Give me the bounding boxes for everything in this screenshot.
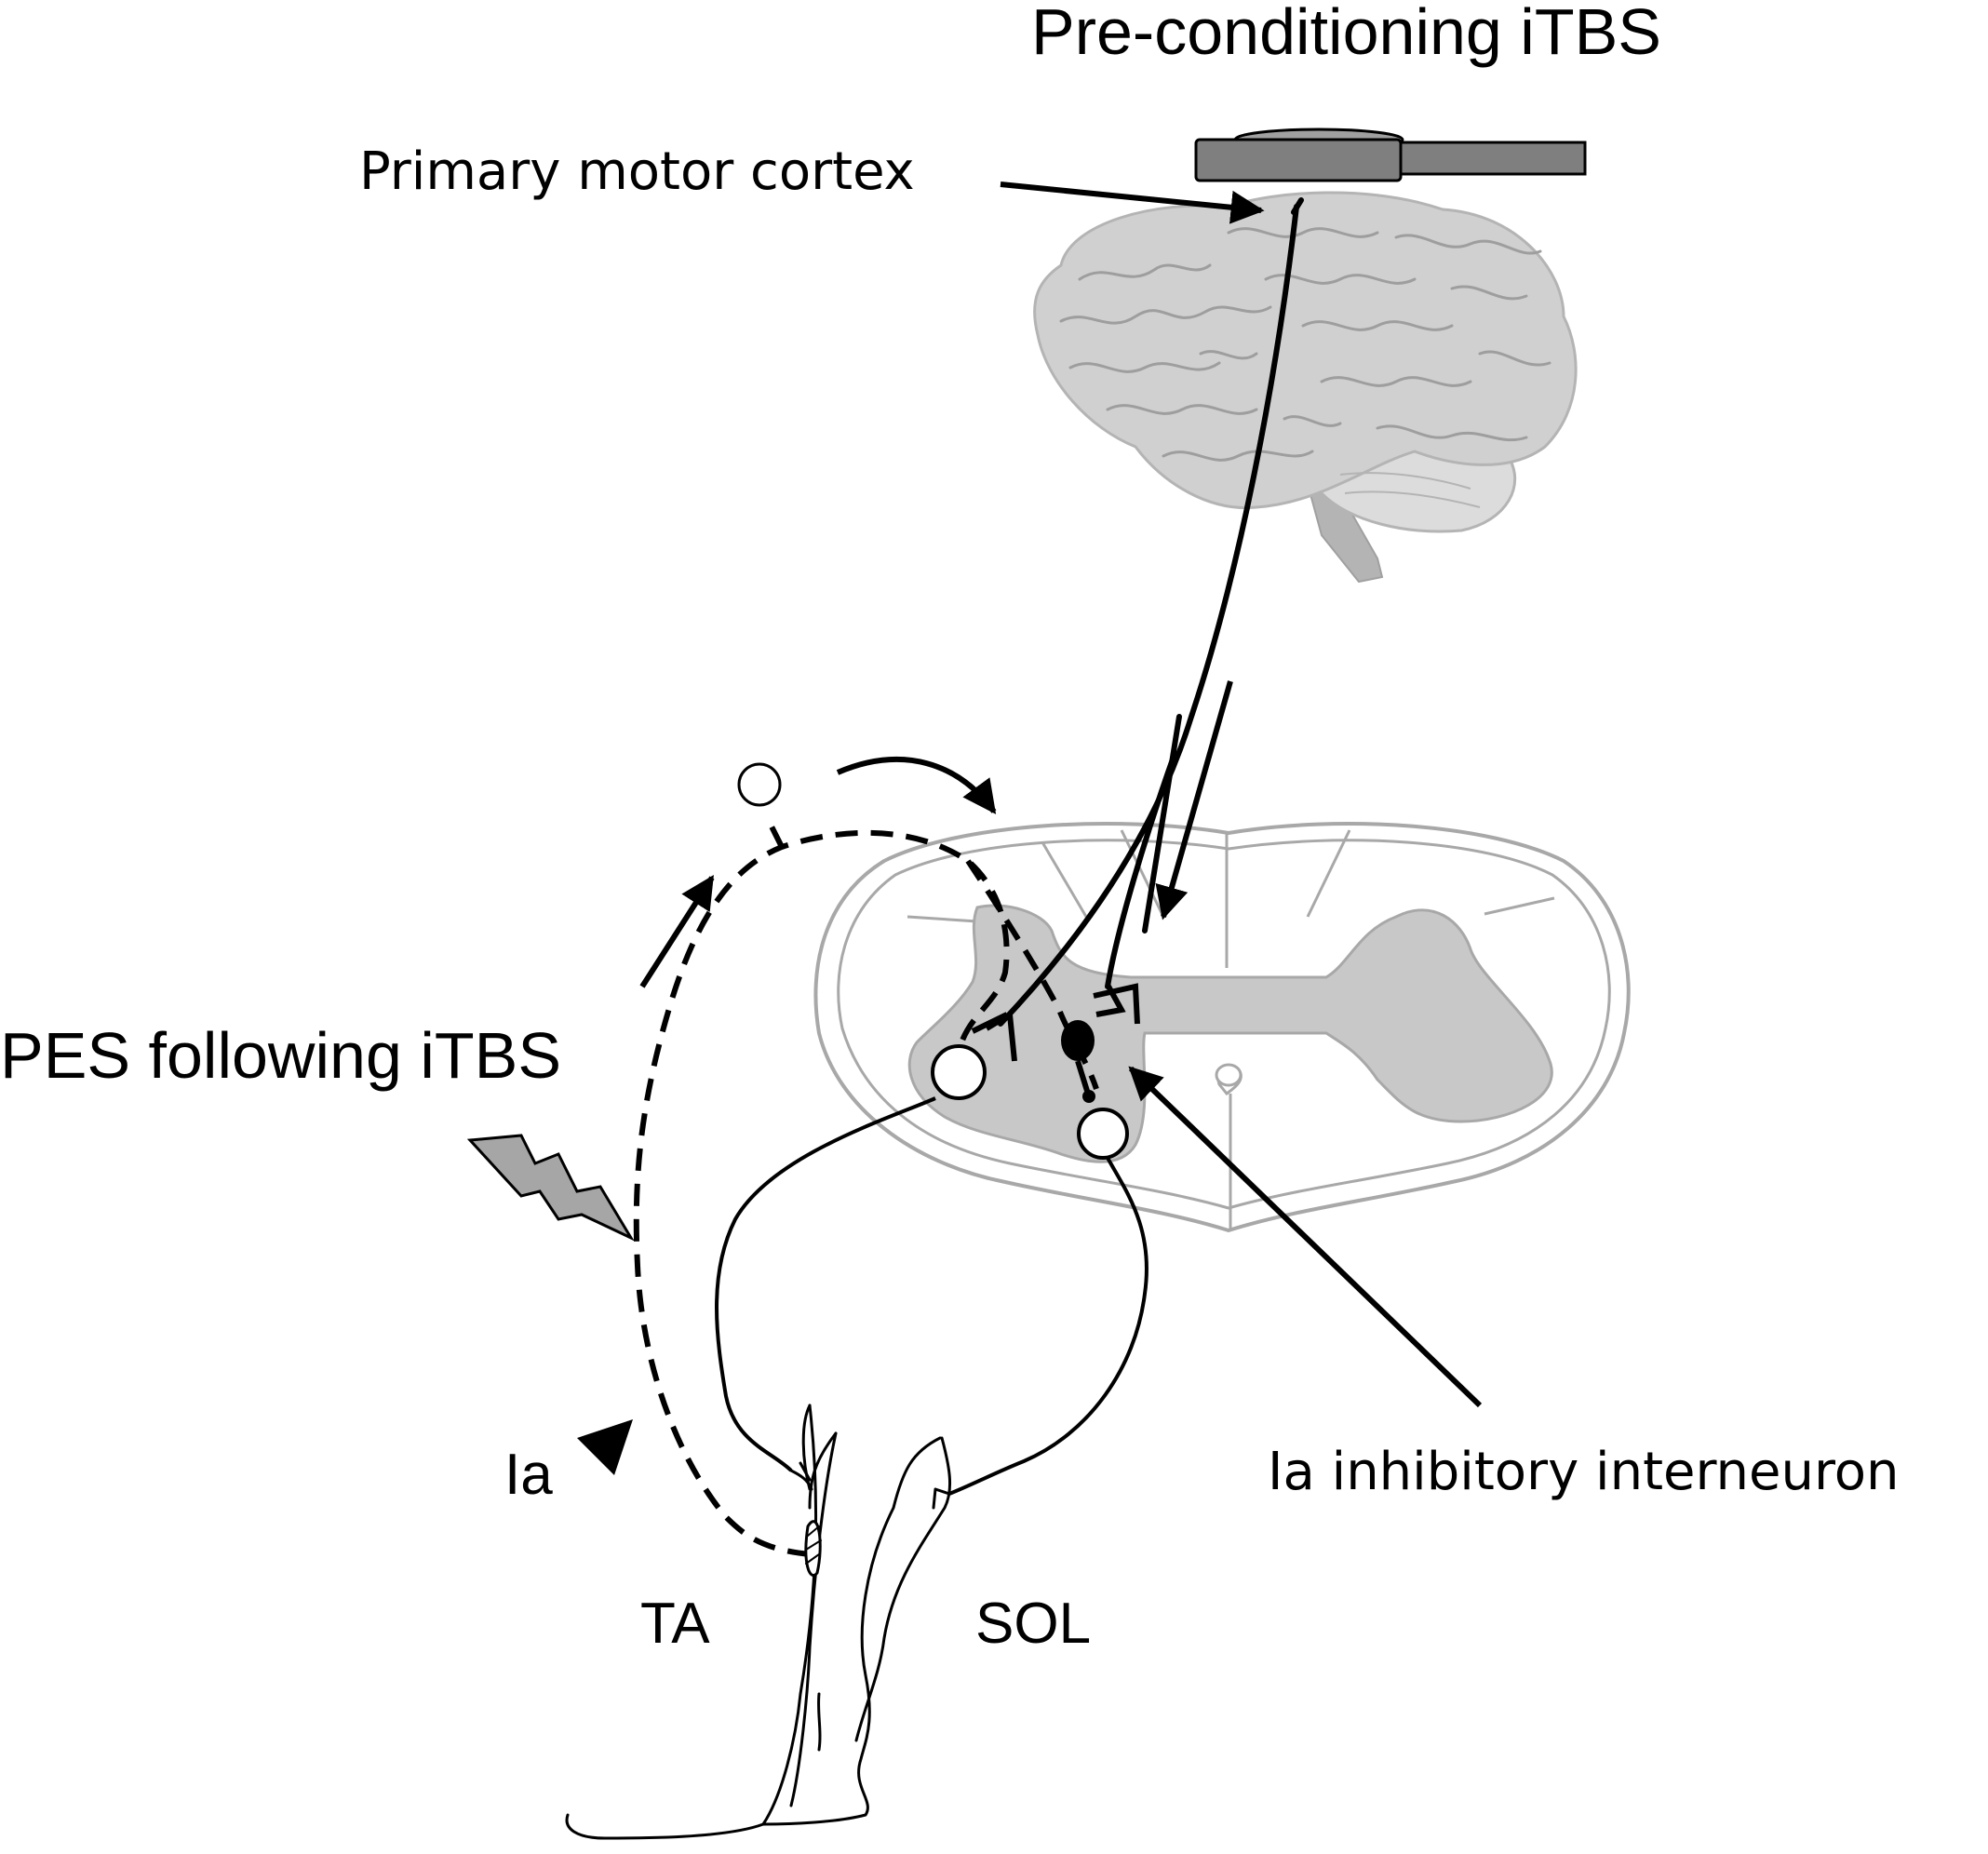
synapse-terminals <box>971 983 1140 1062</box>
ia-arrowhead <box>577 1419 633 1475</box>
leg-drawing <box>565 1404 951 1840</box>
label-ia: Ia <box>504 1443 553 1507</box>
arrow-ascending <box>639 874 715 988</box>
ta-motoneuron <box>931 1044 987 1100</box>
tms-coil-icon <box>1194 128 1587 182</box>
arrows <box>639 181 1483 1408</box>
label-ta: TA <box>640 1592 710 1656</box>
brain-icon <box>1033 191 1578 584</box>
spinal-cord-section <box>813 822 1631 1233</box>
label-pre-conditioning-itbs: Pre-conditioning iTBS <box>1031 0 1661 68</box>
lightning-icon <box>466 1134 635 1242</box>
sol-motoneuron <box>1077 1108 1129 1160</box>
arrow-descending <box>1155 680 1233 920</box>
label-pes-following-itbs: PES following iTBS <box>0 1019 561 1092</box>
corticospinal-tract <box>998 197 1304 1027</box>
motor-axons <box>715 1096 1148 1496</box>
label-primary-motor-cortex: Primary motor cortex <box>359 141 915 202</box>
dorsal-root-ganglion <box>737 762 782 807</box>
ia-inhibitory-interneuron-cell <box>1061 1020 1095 1061</box>
label-sol: SOL <box>975 1592 1091 1656</box>
label-ia-inhibitory-interneuron: Ia inhibitory interneuron <box>1268 1442 1900 1502</box>
arrow-interneuron <box>1128 1066 1483 1408</box>
arrow-cortex <box>1000 181 1265 224</box>
arrow-curved <box>836 757 997 814</box>
